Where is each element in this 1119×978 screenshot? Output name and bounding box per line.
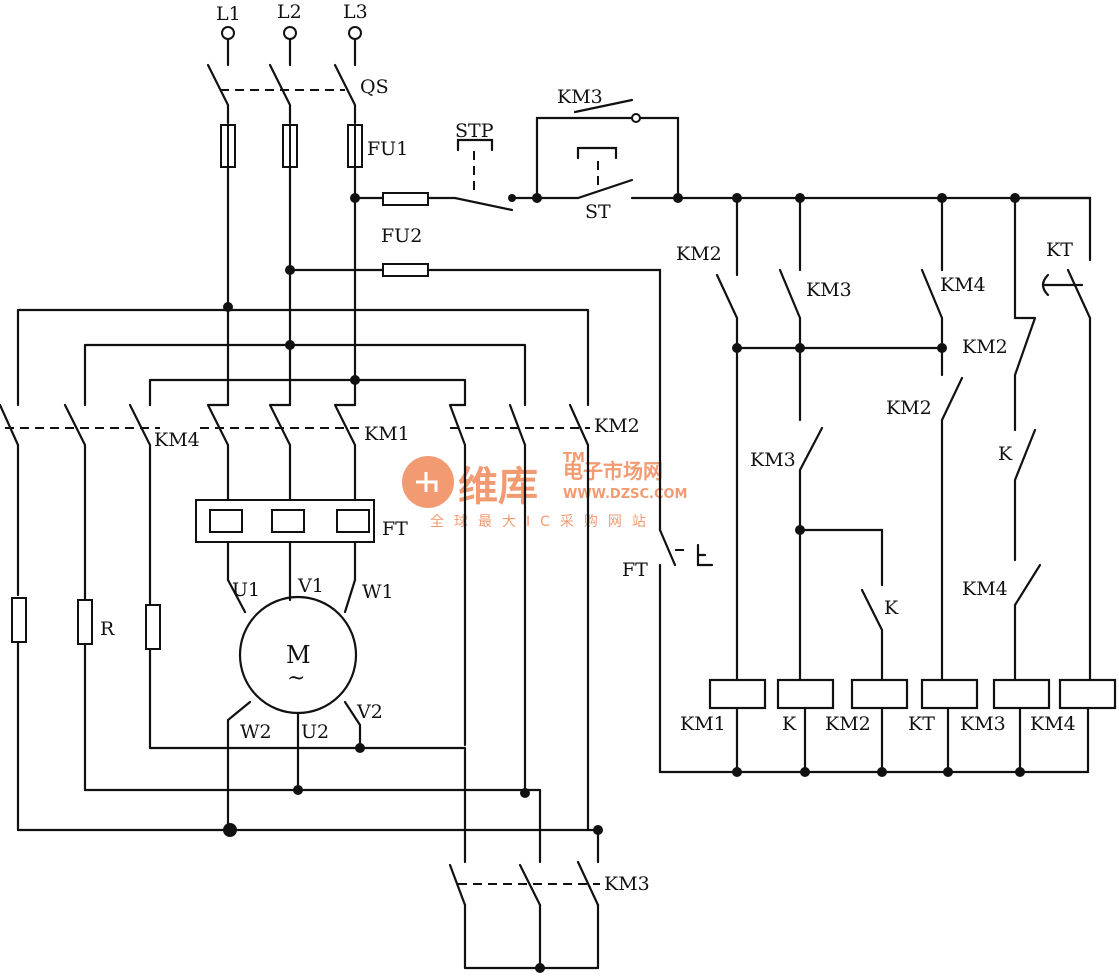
k-col4-label: K: [998, 443, 1013, 465]
k-col2-label: K: [884, 597, 899, 619]
coil-k: [776, 678, 835, 710]
motor-symbol: M: [286, 641, 311, 669]
motor-u1: U1: [232, 579, 260, 601]
watermark: 维库 电子市场网 TM WWW.DZSC.COM 全球最大IC采购网站: [402, 451, 687, 530]
control-column-2: KM3 KM3 K: [735, 196, 944, 682]
km3-main-label: KM3: [604, 873, 650, 895]
supply-terminals: L1 L2 L3: [216, 1, 368, 40]
bus-rails: [16, 308, 590, 407]
km3-hold-label: KM3: [557, 86, 603, 108]
starting-resistors: R: [11, 597, 161, 832]
motor: M ~ U1 V1 W1 W2 U2 V2: [226, 575, 394, 832]
km2-nc-col4-label: KM2: [962, 336, 1008, 358]
coil-label-k: K: [782, 713, 797, 735]
motor-v1: V1: [297, 575, 324, 597]
km3-nc-col2-label: KM3: [750, 449, 796, 471]
motor-u2: U2: [301, 721, 329, 743]
main-feeders: [223, 165, 360, 407]
stp-label: STP: [455, 120, 494, 142]
coil-km3: [992, 678, 1051, 710]
motor-w1: W1: [362, 581, 394, 603]
watermark-url: WWW.DZSC.COM: [563, 487, 687, 502]
ft-label: FT: [382, 518, 408, 540]
km1-main-label: KM1: [364, 423, 410, 445]
km3-star-contacts: KM3: [448, 860, 650, 973]
fu2-label: FU2: [381, 225, 422, 247]
terminal-l1-label: L1: [216, 3, 241, 25]
control-top-rail: STP FU2 KM3 ST: [353, 86, 1092, 247]
terminal-l2-label: L2: [277, 1, 302, 23]
coil-label-km4: KM4: [1030, 713, 1076, 735]
km2-nc-col3-label: KM2: [886, 397, 932, 419]
motor-w2: W2: [240, 721, 272, 743]
km4-aux-label: KM4: [940, 274, 986, 296]
terminal-l3-label: L3: [343, 1, 368, 23]
coil-km1: [708, 678, 767, 710]
km4-main-label: KM4: [154, 429, 200, 451]
coil-label-km1: KM1: [680, 713, 726, 735]
fu1-label: FU1: [367, 138, 408, 160]
km4-nc-col4-label: KM4: [962, 578, 1008, 600]
ft-thermal-relay: FT: [195, 499, 408, 582]
motor-ac-icon: ~: [287, 666, 305, 691]
km3-aux-label: KM3: [806, 279, 852, 301]
km2-aux-label: KM2: [676, 243, 722, 265]
st-label: ST: [585, 201, 611, 223]
bottom-connections: [16, 743, 603, 864]
coil-km2: [850, 678, 909, 710]
coil-label-kt: KT: [908, 713, 935, 735]
fu1-fuses: FU1: [220, 124, 408, 168]
watermark-site: 电子市场网: [563, 459, 663, 483]
coil-label-km3: KM3: [960, 713, 1006, 735]
watermark-slogan: 全球最大IC采购网站: [430, 513, 656, 530]
coils-row: KM1 K KM2 KT KM3 KM4: [658, 678, 1117, 777]
ft-contact-label: FT: [622, 559, 648, 581]
watermark-tm: TM: [563, 451, 585, 466]
coil-km4: [1058, 678, 1117, 710]
terminal-l3: [348, 26, 362, 40]
qs-label: QS: [360, 76, 389, 98]
main-contacts-row: KM4 KM1 KM2: [0, 388, 640, 832]
terminal-l2: [283, 26, 297, 40]
control-column-3: KM4 KM2: [886, 196, 986, 682]
fu2-feed: FT: [288, 263, 714, 774]
terminal-l1: [221, 26, 235, 40]
km2-main-label: KM2: [594, 415, 640, 437]
resistor-label: R: [100, 618, 115, 640]
control-column-4: KM2 K KM4: [962, 196, 1042, 682]
control-column-1: KM2: [676, 196, 742, 682]
qs-disconnect-switch: QS: [206, 37, 389, 125]
control-column-5: KT: [1013, 196, 1092, 682]
kt-contact-label: KT: [1046, 239, 1073, 261]
coil-kt: [920, 678, 979, 710]
coil-label-km2: KM2: [825, 713, 871, 735]
motor-v2: V2: [356, 701, 383, 723]
